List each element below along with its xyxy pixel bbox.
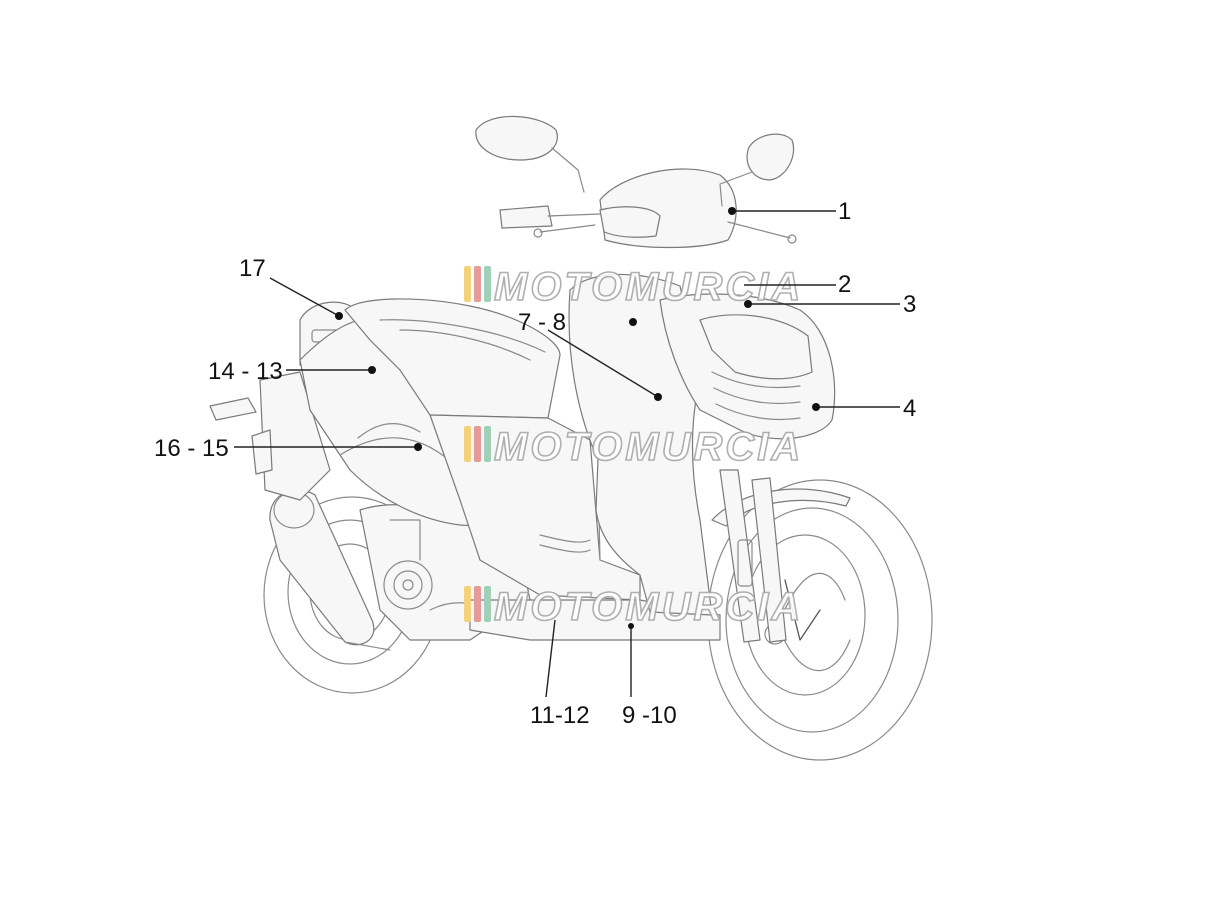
callout-label-14-13: 14 - 13 [208, 358, 283, 385]
watermark-stripe [474, 266, 481, 302]
callout-label-11-12: 11-12 [530, 702, 590, 729]
callout-label-17: 17 [239, 255, 266, 282]
mirrors [475, 115, 795, 207]
callout-label-16-15: 16 - 15 [154, 435, 229, 462]
callout-11-12: 11-12 [530, 619, 590, 729]
callout-label-2: 2 [838, 271, 851, 298]
floor-tunnel [429, 414, 641, 601]
watermark-bottom: MOTOMURCIA [464, 584, 803, 630]
watermark-middle: MOTOMURCIA [464, 424, 803, 470]
dashboard [599, 206, 661, 238]
watermark-text: MOTOMURCIA [494, 265, 803, 309]
front-fork [719, 469, 787, 643]
callout-3: 3 [744, 291, 916, 318]
callout-label-9-10: 9 -10 [622, 702, 677, 729]
callout-16-15: 16 - 15 [154, 435, 422, 462]
callout-label-4: 4 [903, 395, 916, 422]
watermark-stripe [484, 426, 491, 462]
callout-label-7-8: 7 - 8 [518, 309, 566, 336]
exhaust [269, 489, 391, 651]
watermark-stripe [484, 266, 491, 302]
callout-17: 17 [239, 255, 343, 320]
watermark-stripe [464, 426, 471, 462]
callout-7-8: 7 - 8 [518, 309, 662, 401]
callout-1: 1 [728, 198, 851, 225]
callouts: 1 2 3 4 7 - 8 17 [154, 198, 916, 729]
scooter-drawing [209, 115, 933, 761]
watermark-text: MOTOMURCIA [494, 425, 803, 469]
watermark-stripe [474, 586, 481, 622]
watermark-stripe [474, 426, 481, 462]
callout-label-3: 3 [903, 291, 916, 318]
watermark-stripe [464, 586, 471, 622]
watermark-stripe [484, 586, 491, 622]
seat [344, 298, 561, 419]
callout-2: 2 [744, 271, 851, 298]
watermark-stripe [464, 266, 471, 302]
watermark-top: MOTOMURCIA [464, 264, 803, 310]
headlight [699, 314, 813, 380]
front-mudguard [711, 488, 851, 527]
handlebars [499, 205, 797, 244]
callout-label-1: 1 [838, 198, 851, 225]
watermark-text: MOTOMURCIA [494, 585, 803, 629]
callout-4: 4 [812, 395, 916, 422]
callout-14-13: 14 - 13 [208, 358, 376, 385]
callout-9-10: 9 -10 [622, 623, 677, 729]
